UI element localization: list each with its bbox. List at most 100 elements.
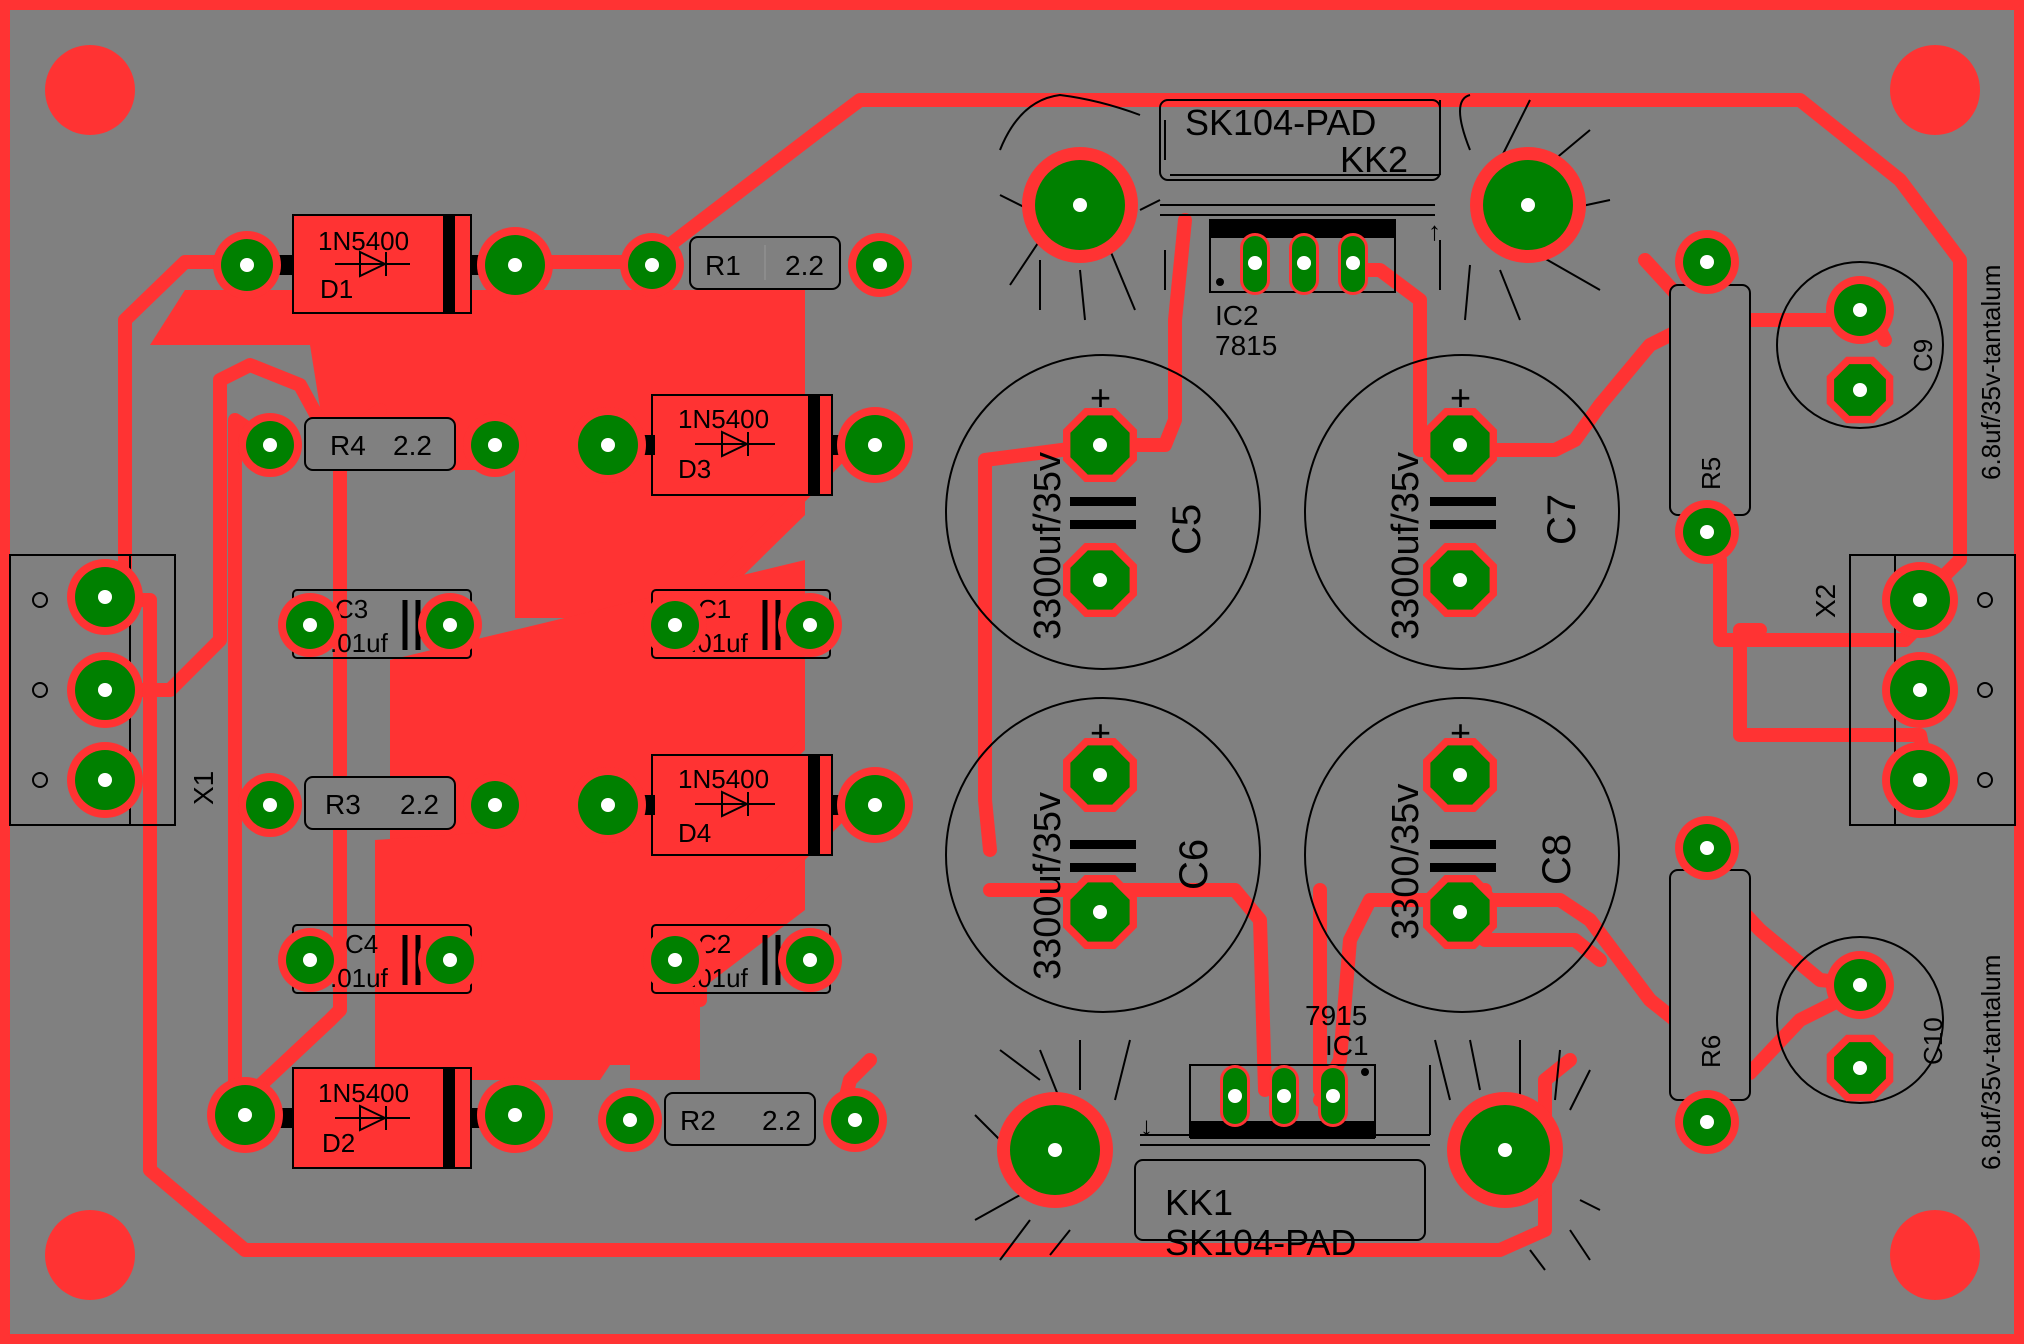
drill-hole: [623, 1113, 637, 1127]
kk2-type-label: SK104-PAD: [1185, 102, 1376, 143]
octagon-pads: [1063, 356, 1894, 1102]
resistor-r6: R6: [1669, 869, 1751, 1101]
resistor-r3: R3 2.2: [304, 776, 456, 830]
mounting-hole: [1890, 45, 1980, 135]
d1-value-label: 1N5400: [318, 226, 409, 256]
drill-hole: [668, 953, 682, 967]
drill-hole: [868, 798, 882, 812]
diode-d2: 1N5400 D2: [274, 1067, 490, 1169]
drill-hole: [263, 798, 277, 812]
ic1-pins[interactable]: [1220, 1065, 1348, 1127]
diode-d4: 1N5400 D4: [635, 754, 852, 856]
c9-name-label: C9: [1908, 339, 1938, 372]
drill-hole: [1453, 573, 1467, 587]
drill-hole: [1853, 1061, 1867, 1075]
drill-hole: [1093, 768, 1107, 782]
resistor-r1: R1 2.2: [689, 236, 841, 290]
drill-hole: [1093, 573, 1107, 587]
drill-hole: [1700, 255, 1714, 269]
drill-hole: [1853, 303, 1867, 317]
drill-hole: [98, 773, 112, 787]
drill-hole: [803, 953, 817, 967]
r4-value-label: 2.2: [393, 430, 432, 461]
ic2-pin1-marker: [1216, 278, 1224, 286]
drill-hole: [1048, 1143, 1062, 1157]
mounting-hole: [45, 45, 135, 135]
drill-hole: [98, 683, 112, 697]
drill-hole: [1913, 683, 1927, 697]
drill-hole: [303, 618, 317, 632]
kk1-name-label: KK1: [1165, 1182, 1233, 1223]
drill-hole: [803, 618, 817, 632]
c6-value-label: 3300uf/35v: [1027, 792, 1069, 980]
drill-hole: [488, 798, 502, 812]
drill-hole: [1453, 768, 1467, 782]
heatsink-kk2: [999, 93, 1611, 321]
c8-name-label: C8: [1535, 834, 1579, 885]
kk1-type-label: SK104-PAD: [1165, 1222, 1356, 1263]
mounting-hole: [1890, 1210, 1980, 1300]
drill-hole: [508, 258, 522, 272]
drill-hole: [303, 953, 317, 967]
drill-hole: [1093, 905, 1107, 919]
drill-hole: [1521, 198, 1535, 212]
r1-value-label: 2.2: [785, 250, 824, 281]
resistor-r5: R5: [1669, 284, 1751, 516]
c9-value-label: 6.8uf/35v-tantalum: [1976, 265, 2006, 480]
r5-name-label: R5: [1696, 457, 1726, 490]
ic1-name-label: IC1: [1325, 1030, 1369, 1061]
d2-name-label: D2: [322, 1128, 355, 1158]
drill-hole: [98, 590, 112, 604]
ic2-pins[interactable]: [1240, 233, 1368, 295]
drill-hole: [1853, 978, 1867, 992]
c10-value-label: 6.8uf/35v-tantalum: [1976, 955, 2006, 1170]
drill-hole: [1498, 1143, 1512, 1157]
x2-name-label: X2: [1810, 584, 1841, 618]
drill-hole: [645, 258, 659, 272]
c8-value-label: 3300/35v: [1385, 784, 1427, 940]
drill-hole: [1453, 438, 1467, 452]
ic1-pin1-marker: [1361, 1068, 1369, 1076]
heatsink-kk1: [974, 1039, 1601, 1271]
drill-hole: [601, 438, 615, 452]
drill-hole: [873, 258, 887, 272]
drill-hole: [508, 1108, 522, 1122]
mounting-hole: [45, 1210, 135, 1300]
ic2-value-label: 7815: [1215, 330, 1277, 361]
resistor-r4: R4 2.2: [304, 417, 456, 471]
d3-name-label: D3: [678, 454, 711, 484]
drill-hole: [1853, 383, 1867, 397]
d3-value-label: 1N5400: [678, 404, 769, 434]
ic1-value-label: 7915: [1305, 1000, 1367, 1031]
c5-plus: +: [1090, 377, 1111, 418]
d2-value-label: 1N5400: [318, 1078, 409, 1108]
c7-plus: +: [1450, 377, 1471, 418]
drill-hole: [1453, 905, 1467, 919]
drill-hole: [1913, 773, 1927, 787]
capacitor-c5: + C5 3300uf/35v: [945, 354, 1261, 670]
c10-name-label: C10: [1918, 1017, 1948, 1065]
drill-hole: [1093, 438, 1107, 452]
drill-hole: [238, 1108, 252, 1122]
ic2-name-label: IC2: [1215, 300, 1259, 331]
c5-name-label: C5: [1165, 504, 1209, 555]
capacitor-c8: + C8 3300/35v: [1304, 697, 1620, 1013]
kk2-name-label: KK2: [1340, 139, 1408, 180]
drill-hole: [668, 618, 682, 632]
ic1-arrow: ↓: [1140, 1111, 1153, 1141]
round-pads: [67, 227, 1958, 1154]
capacitor-c6: + C6 3300uf/35v: [945, 697, 1261, 1013]
x1-name-label: X1: [188, 771, 219, 805]
c7-value-label: 3300uf/35v: [1385, 452, 1427, 640]
drill-hole: [1700, 841, 1714, 855]
c5-value-label: 3300uf/35v: [1027, 452, 1069, 640]
resistor-r2: R2 2.2: [664, 1092, 816, 1146]
drill-hole: [240, 258, 254, 272]
c4-name-label: C4: [345, 929, 378, 959]
c6-name-label: C6: [1172, 839, 1216, 890]
r2-value-label: 2.2: [762, 1105, 801, 1136]
d4-value-label: 1N5400: [678, 764, 769, 794]
drill-hole: [868, 438, 882, 452]
drill-hole: [601, 798, 615, 812]
